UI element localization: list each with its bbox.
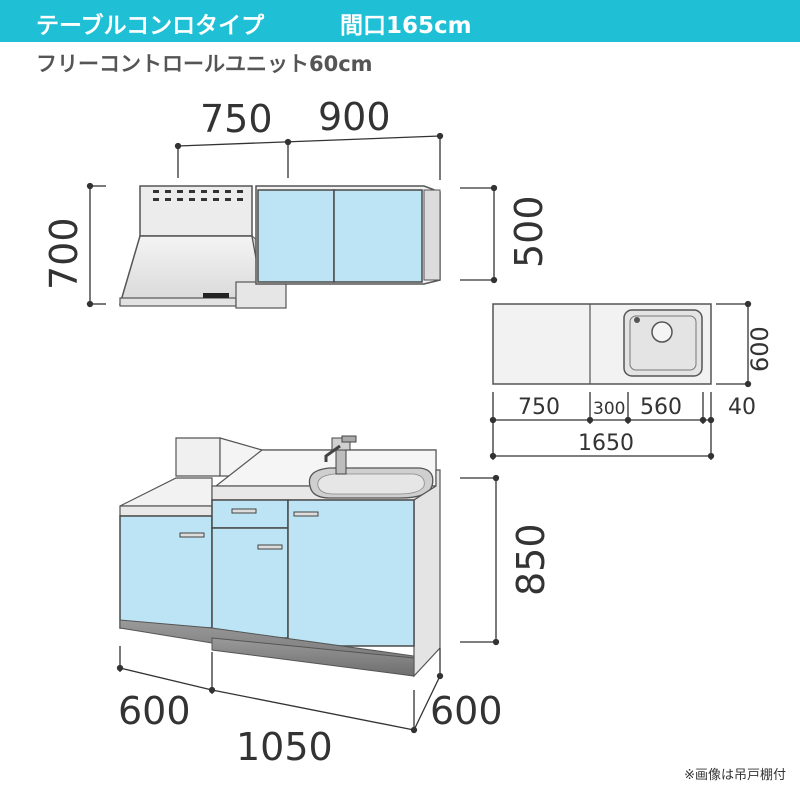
door-handle-icon bbox=[257, 544, 283, 550]
door-handle-icon bbox=[179, 532, 205, 538]
header-title: テーブルコンロタイプ bbox=[36, 13, 265, 39]
sink-basin-top bbox=[623, 309, 703, 377]
dim-plan-segment-2: 300 bbox=[593, 399, 625, 419]
wall-cabinet-group: 750 900 700 500 bbox=[42, 95, 551, 309]
dim-base-left-width: 600 bbox=[118, 689, 191, 733]
drain-icon bbox=[651, 321, 673, 343]
dim-plan-depth: 600 bbox=[746, 326, 774, 372]
base-cabinet-group: 850 600 1050 600 bbox=[116, 435, 553, 769]
unit-subtitle: フリーコントロールユニット60cm bbox=[36, 52, 373, 76]
header-width-label: 間口165cm bbox=[340, 13, 472, 39]
drawer-handle-icon bbox=[231, 508, 257, 514]
wall-dimension-lines bbox=[86, 132, 498, 308]
dim-plan-segment-3: 560 bbox=[640, 395, 682, 420]
image-note: ※画像は吊戸棚付 bbox=[684, 768, 786, 783]
plan-view: 600 750 300 560 40 1650 bbox=[489, 300, 774, 460]
header-bar: テーブルコンロタイプ 間口165cm bbox=[0, 0, 800, 42]
wall-cabinet bbox=[255, 185, 441, 285]
wall-cabinet-door-left bbox=[257, 189, 335, 283]
base-dimension-lines bbox=[116, 474, 500, 734]
dim-wall-cabinet-width: 900 bbox=[318, 95, 391, 139]
dim-base-depth: 600 bbox=[430, 689, 503, 733]
dim-wall-hood-height: 700 bbox=[42, 217, 86, 290]
faucet-icon bbox=[634, 317, 640, 323]
dim-plan-segment-4: 40 bbox=[728, 395, 756, 420]
faucet bbox=[324, 435, 357, 475]
dim-wall-hood-width: 750 bbox=[200, 97, 273, 141]
dim-plan-total: 1650 bbox=[578, 431, 634, 456]
dim-base-height: 850 bbox=[509, 523, 553, 596]
base-cabinet-sink-door bbox=[287, 499, 415, 647]
plan-dimension-lines bbox=[489, 300, 752, 460]
door-handle-icon bbox=[293, 511, 319, 517]
dim-wall-cabinet-height: 500 bbox=[507, 195, 551, 268]
dim-base-total-width: 1050 bbox=[236, 725, 333, 769]
dim-plan-segment-1: 750 bbox=[518, 395, 560, 420]
wall-cabinet-door-right bbox=[333, 189, 423, 283]
base-cabinet-drawer bbox=[211, 499, 289, 529]
